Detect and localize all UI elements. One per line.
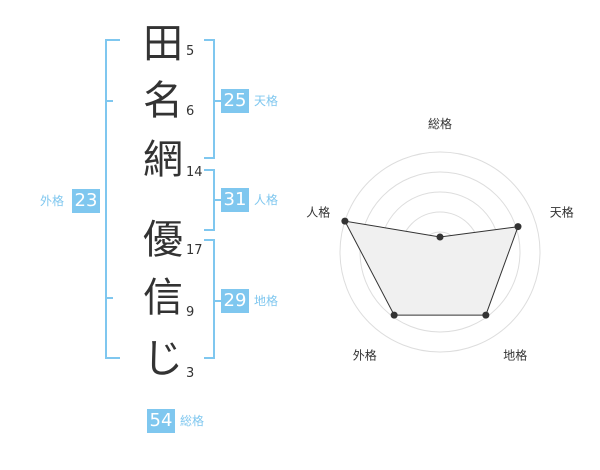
stroke-count-2: 6 (186, 104, 195, 119)
tenkaku-score: 25 (221, 89, 249, 113)
name-char-1: 田 (143, 21, 183, 67)
radar-axis-label-4: 外格 (353, 348, 377, 363)
soukaku-label: 総格 (180, 414, 205, 428)
radar-point-2 (514, 223, 522, 231)
radar-axis-label-1: 総格 (428, 116, 452, 131)
name-char-5: 信 (143, 275, 183, 321)
name-char-2: 名 (143, 78, 183, 124)
tenkaku-label: 天格 (254, 94, 279, 108)
stroke-count-6: 3 (186, 366, 195, 381)
radar-points (341, 217, 522, 319)
jinkaku-score: 31 (221, 188, 249, 212)
name-char-4: 優 (143, 217, 183, 263)
radar-axis-label-3: 地格 (503, 348, 527, 363)
outer-bracket (105, 39, 120, 359)
chikaku-score: 29 (221, 289, 249, 313)
radar-point-5 (341, 217, 349, 225)
radar-axis-label-5: 人格 (306, 204, 330, 219)
radar-point-3 (482, 311, 490, 319)
chikaku-bracket (204, 239, 215, 359)
jinkaku-label: 人格 (254, 193, 279, 207)
stroke-count-3: 14 (186, 165, 203, 180)
stroke-count-4: 17 (186, 243, 203, 258)
soukaku-score: 54 (147, 409, 175, 433)
radar-ring-2 (359, 171, 521, 333)
name-char-3: 網 (143, 137, 183, 183)
radar-ring-1 (339, 151, 541, 353)
chikaku-label: 地格 (254, 294, 279, 308)
radar-point-4 (390, 311, 398, 319)
radar-axis-label-2: 天格 (550, 204, 574, 219)
radar-area (343, 220, 519, 316)
tenkaku-bracket (204, 39, 215, 159)
gaikaku-label: 外格 (40, 194, 65, 208)
gaikaku-score: 23 (72, 189, 100, 213)
stroke-count-1: 5 (186, 44, 195, 59)
radar-point-1 (436, 233, 444, 241)
stroke-count-5: 9 (186, 305, 195, 320)
name-char-6: じ (143, 336, 183, 382)
